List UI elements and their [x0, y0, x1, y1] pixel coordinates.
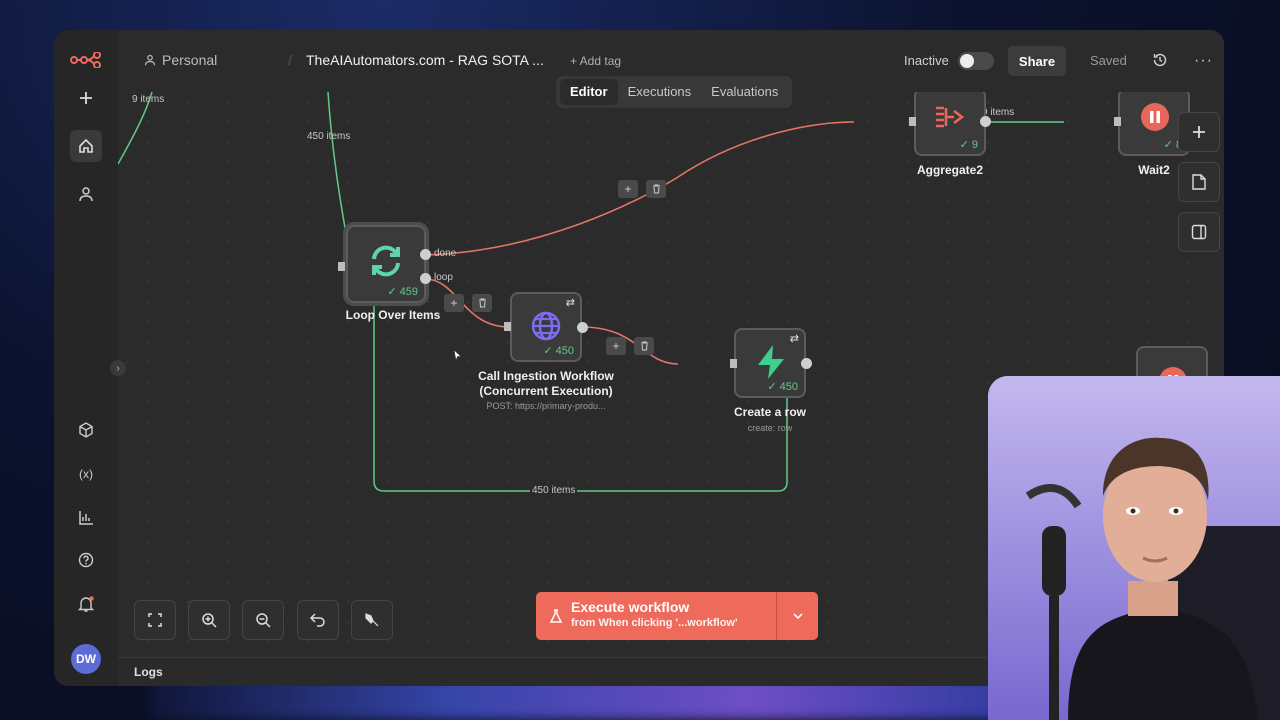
node-subtitle: create: row — [747, 423, 793, 433]
edge-label-items: 450 items — [530, 485, 578, 496]
input-handle[interactable] — [730, 359, 737, 368]
add-node-button[interactable]: + — [606, 337, 626, 355]
input-handle[interactable] — [338, 262, 345, 271]
node-label-line: (Concurrent Execution) — [479, 384, 613, 398]
zoom-out-icon[interactable] — [242, 600, 284, 640]
sidebar-expand-icon[interactable]: › — [110, 360, 126, 376]
home-icon[interactable] — [70, 130, 102, 162]
execute-workflow-button[interactable]: Execute workflow from When clicking '...… — [536, 592, 818, 640]
output-handle[interactable] — [801, 358, 812, 369]
tab-editor[interactable]: Editor — [560, 79, 618, 105]
node-label: Aggregate2 — [916, 163, 984, 177]
divider — [776, 592, 777, 640]
node-label: Call Ingestion Workflow (Concurrent Exec… — [464, 369, 628, 399]
share-button[interactable]: Share — [1008, 46, 1066, 76]
node-loop-over-items[interactable]: ✓ 459 — [343, 222, 429, 306]
presenter-image — [988, 376, 1280, 720]
toggle-knob — [960, 54, 974, 68]
run-count: ✓ 9 — [959, 139, 978, 151]
add-tag-button[interactable]: + Add tag — [570, 54, 622, 68]
mouse-cursor-icon — [454, 350, 462, 361]
execute-title: Execute workflow — [571, 599, 690, 615]
tidy-up-icon[interactable] — [351, 600, 393, 640]
node-create-a-row[interactable]: ⇄ ✓ 450 — [734, 328, 806, 398]
history-icon[interactable] — [1152, 52, 1168, 73]
input-handle[interactable] — [1114, 117, 1121, 126]
execute-subtitle: from When clicking '...workflow' — [571, 617, 738, 629]
execute-options-button[interactable] — [777, 592, 818, 640]
sidebar: (x) DW — [54, 30, 119, 686]
node-label: Create a row — [733, 405, 807, 419]
output-label-done: done — [434, 248, 457, 259]
webcam-overlay — [988, 376, 1280, 720]
project-name: Personal — [162, 52, 218, 68]
aggregate-icon — [936, 106, 965, 128]
sticky-note-icon[interactable] — [1178, 162, 1220, 202]
flask-icon — [550, 609, 562, 623]
supabase-icon — [758, 345, 784, 379]
input-handle[interactable] — [504, 322, 511, 331]
toggle-panel-icon[interactable] — [1178, 212, 1220, 252]
node-subtitle: POST: https://primary-produ... — [486, 401, 606, 411]
edge-label-items: 450 items — [307, 131, 351, 142]
loop-icon — [372, 245, 400, 277]
node-label-line: Call Ingestion Workflow — [478, 369, 614, 383]
avatar[interactable]: DW — [71, 644, 101, 674]
edge-label-items: 9 items — [132, 94, 165, 105]
run-count: ✓ 450 — [767, 381, 798, 393]
output-label-loop: loop — [434, 272, 453, 283]
pause-icon — [1141, 103, 1169, 131]
output-handle[interactable] — [980, 116, 991, 127]
subworkflow-icon: ⇄ — [789, 333, 799, 345]
app-window: (x) DW › Personal / TheAIAutomators.com … — [54, 30, 1224, 686]
output-handle-done[interactable] — [420, 249, 431, 260]
globe-icon — [531, 311, 561, 341]
input-handle[interactable] — [909, 117, 916, 126]
project-breadcrumb[interactable]: Personal — [144, 52, 217, 68]
user-icon — [144, 54, 156, 66]
notifications-icon[interactable] — [70, 588, 102, 620]
status-label: Inactive — [904, 53, 949, 68]
variables-icon[interactable]: (x) — [79, 467, 93, 481]
run-count: ✓ 459 — [387, 286, 418, 298]
fit-view-icon[interactable] — [134, 600, 176, 640]
tab-executions[interactable]: Executions — [627, 84, 692, 99]
node-aggregate2[interactable]: ✓ 9 — [914, 92, 986, 156]
delete-connection-icon[interactable] — [634, 337, 654, 355]
output-handle-loop[interactable] — [420, 273, 431, 284]
zoom-in-icon[interactable] — [188, 600, 230, 640]
insights-icon[interactable] — [70, 502, 102, 534]
breadcrumb-separator: / — [288, 52, 292, 68]
more-options-icon[interactable]: ··· — [1194, 52, 1213, 69]
delete-connection-icon[interactable] — [472, 294, 492, 312]
view-tabs: Editor Executions Evaluations — [556, 76, 793, 108]
node-call-ingestion-workflow[interactable]: ⇄ ✓ 450 — [510, 292, 582, 362]
output-handle[interactable] — [577, 322, 588, 333]
help-icon[interactable] — [70, 544, 102, 576]
edge-label-items: 9 items — [982, 107, 1015, 118]
add-node-button[interactable] — [1178, 112, 1220, 152]
active-toggle[interactable] — [958, 52, 994, 70]
delete-connection-icon[interactable] — [646, 180, 666, 198]
logs-label: Logs — [134, 665, 163, 679]
user-icon[interactable] — [70, 178, 102, 210]
saved-status: Saved — [1090, 53, 1127, 68]
plus-icon[interactable] — [70, 82, 102, 114]
node-label: Loop Over Items — [345, 308, 441, 322]
workflow-title[interactable]: TheAIAutomators.com - RAG SOTA ... — [306, 52, 544, 68]
add-node-button[interactable]: + — [444, 294, 464, 312]
subworkflow-icon: ⇄ — [565, 297, 575, 309]
node-label: Wait2 — [1138, 163, 1170, 177]
tab-evaluations[interactable]: Evaluations — [711, 84, 779, 99]
run-count: ✓ 450 — [543, 345, 574, 357]
logo-icon[interactable] — [68, 44, 104, 76]
templates-icon[interactable] — [70, 414, 102, 446]
undo-icon[interactable] — [297, 600, 339, 640]
add-node-button[interactable]: + — [618, 180, 638, 198]
chevron-down-icon — [792, 613, 803, 619]
